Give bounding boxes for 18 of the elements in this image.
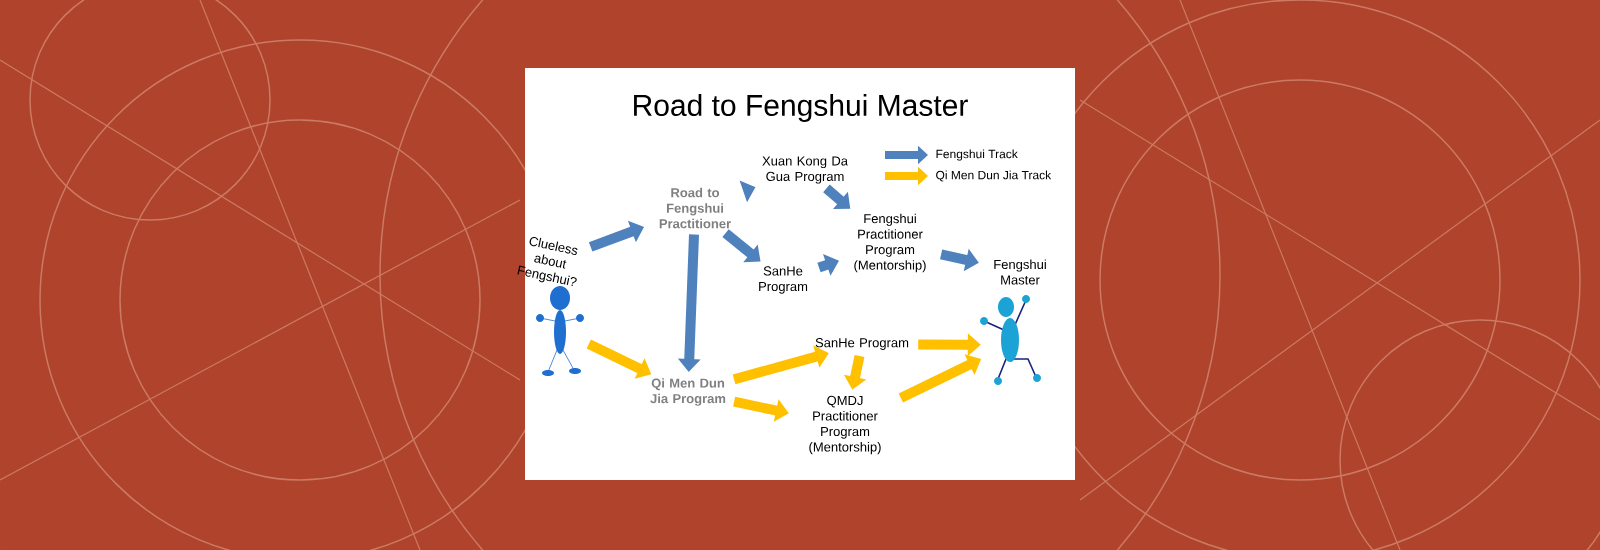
stick-figure-drawing <box>536 286 584 376</box>
step-label: Xuan Kong Da Gua Program <box>762 156 848 184</box>
title: Road to Fengshui Master <box>634 94 968 122</box>
block-arrow <box>732 345 829 385</box>
block-arrow <box>722 229 761 263</box>
block-arrow <box>588 220 644 252</box>
legend-text: Fengshui Track <box>936 149 1018 161</box>
block-arrow <box>823 184 851 210</box>
step-label: Road to Fengshui Practitioner <box>659 187 731 229</box>
step-label: Clueless about Fengshui? <box>517 237 578 287</box>
step-label: Fengshui Master <box>994 259 1046 285</box>
step-label: SanHe Program <box>815 338 909 350</box>
step-label: Qi Men Dun Jia Program <box>650 378 726 406</box>
step-label: QMDJ Practitioner Program (Mentorship) <box>809 395 881 455</box>
step-label: SanHe Program <box>759 266 808 294</box>
stick-figure-drawing <box>980 295 1041 385</box>
step-label: Fengshui Practitioner Program (Mentorship) <box>854 213 926 273</box>
legend-text: Qi Men Dun Jia Track <box>936 170 1052 182</box>
